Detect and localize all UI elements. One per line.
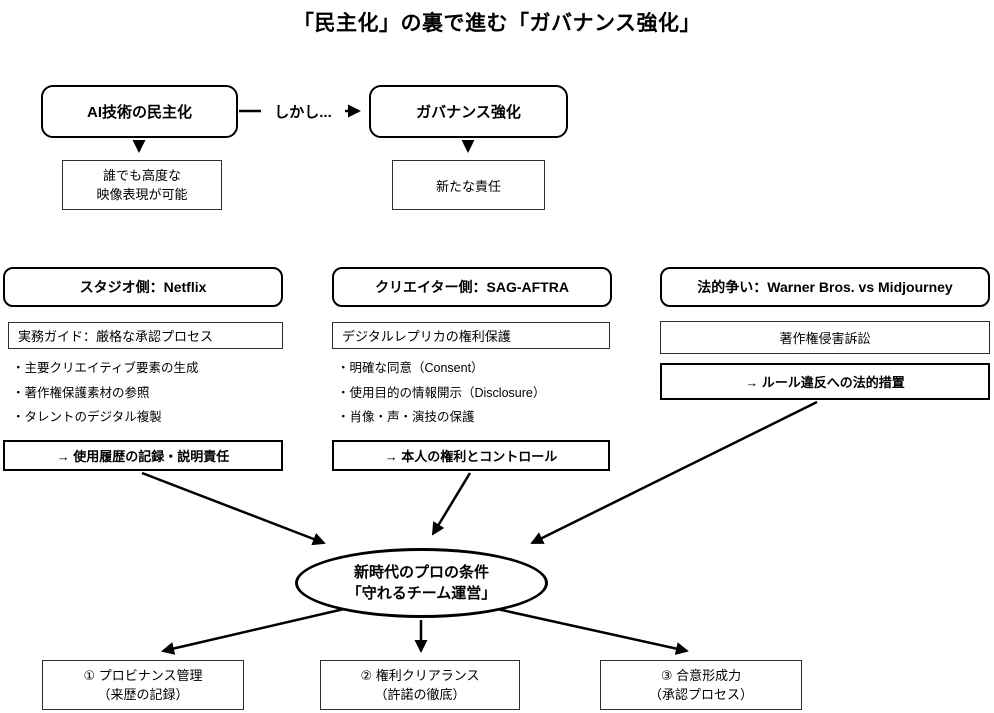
arrow-ellipse-to-provenance [161,607,345,655]
outcome3-line2: （承認プロセス） [648,687,753,702]
box-anyone-line1: 誰でも高度な [102,167,181,183]
node-ai-democratization: AI技術の民主化 [41,85,238,138]
ellipse-line1: 新時代のプロの条件 [353,564,489,581]
outcome1-line1: ① プロビナンス管理 [83,667,203,683]
box-anyone-can-create: 誰でも高度な 映像表現が可能 [62,160,222,210]
outcome1-line2: （来歴の記録） [97,687,189,702]
bullet-creative-elements: ・主要クリエイティブ要素の生成 [12,361,199,375]
conclusion-legal-measures: → ルール違反への法的措置 [660,363,990,400]
subheader-copyright-lawsuit: 著作権侵害訴訟 [660,321,990,354]
box-anyone-line2: 映像表現が可能 [96,187,188,202]
arrow-legal-to-ellipse [530,400,818,545]
arrow-studio-to-ellipse [141,471,326,546]
outcome2-line2: （許諾の徹底） [374,687,466,702]
header-studio-netflix: スタジオ側：Netflix [3,267,283,307]
node-governance-strengthening: ガバナンス強化 [369,85,568,138]
bullet-copyrighted-material: ・著作権保護素材の参照 [12,386,150,400]
outcome-provenance-management: ① プロビナンス管理 （来歴の記録） [42,660,244,710]
outcome-consensus-building: ③ 合意形成力 （承認プロセス） [600,660,802,710]
box-new-responsibility: 新たな責任 [392,160,545,210]
conclusion-personal-rights-control: → 本人の権利とコントロール [332,440,610,471]
conclusion-usage-records: → 使用履歴の記録・説明責任 [3,440,283,471]
ellipse-line2: 「守れるチーム運営」 [346,585,497,602]
outcome2-line1: ② 権利クリアランス [360,667,480,683]
header-creator-sag-aftra: クリエイター側：SAG-AFTRA [332,267,612,307]
arrow-ellipse-to-consensus [496,607,689,655]
subheader-digital-replica-rights: デジタルレプリカの権利保護 [332,322,610,349]
outcome-rights-clearance: ② 権利クリアランス （許諾の徹底） [320,660,520,710]
bullet-consent: ・明確な同意（Consent） [337,361,484,375]
subheader-approval-process: 実務ガイド：厳格な承認プロセス [8,322,283,349]
arrow-creator-to-ellipse [431,472,472,536]
header-legal-warner-midjourney: 法的争い：Warner Bros. vs Midjourney [660,267,990,307]
connector-label-however: しかし... [261,100,345,122]
bullet-likeness-voice-performance: ・肖像・声・演技の保護 [337,410,475,424]
bullet-talent-digital-replica: ・タレントのデジタル複製 [12,410,162,424]
diagram-title: 「民主化」の裏で進む「ガバナンス強化」 [292,12,702,35]
bullet-disclosure: ・使用目的の情報開示（Disclosure） [337,386,546,400]
ellipse-new-era-pro-conditions: 新時代のプロの条件 「守れるチーム運営」 [295,548,548,618]
outcome3-line1: ③ 合意形成力 [660,667,742,683]
